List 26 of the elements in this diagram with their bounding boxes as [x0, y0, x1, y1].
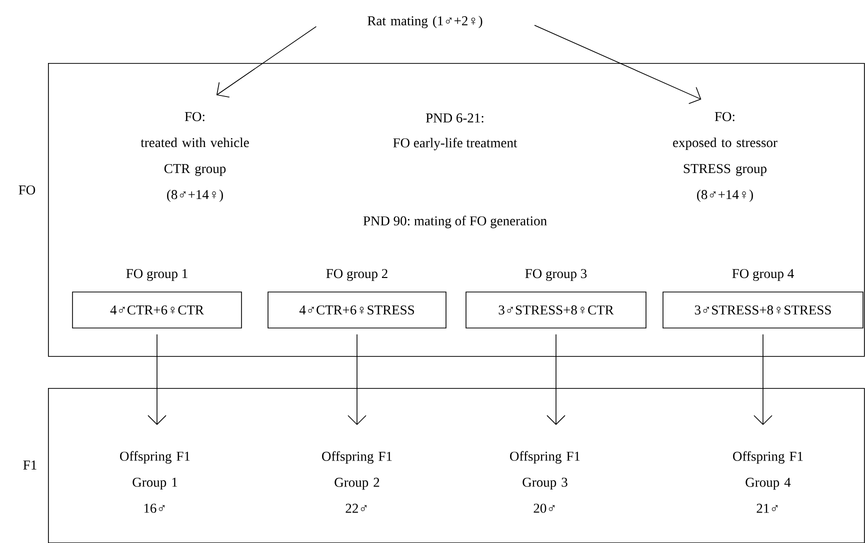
- group-text: FO: exposed to stressor STRESS group (8♂+14♀): [673, 112, 778, 202]
- group-text: FO: treated with vehicle CTR group (8♂+14♀): [140, 112, 249, 202]
- group-text: Offspring F1 Group 3 20♂: [510, 451, 580, 513]
- group-box: 4♂CTR+6♀STRESS: [268, 292, 446, 328]
- group-heading: FO group 4: [732, 269, 794, 281]
- group-text: Offspring F1 Group 4 21♂: [733, 451, 803, 513]
- band-label: F1: [23, 460, 36, 470]
- band-label: FO: [18, 185, 36, 195]
- group-box: 3♂STRESS+8♀CTR: [466, 292, 646, 328]
- arrow: [148, 334, 166, 425]
- note-text: FO early-life treatment: [393, 138, 518, 150]
- arrow: [754, 334, 772, 426]
- group-heading: FO group 1: [126, 269, 188, 281]
- arrow: [216, 26, 317, 98]
- group-heading: FO group 2: [326, 269, 388, 281]
- group-heading: FO group 3: [525, 269, 587, 281]
- note-text: PND 6-21:: [426, 113, 484, 123]
- arrow: [348, 334, 366, 426]
- arrow: [534, 24, 702, 104]
- group-box: 4♂CTR+6♀CTR: [72, 292, 242, 328]
- group-text: Offspring F1 Group 2 22♂: [322, 451, 392, 513]
- group-text: Rat mating (1♂+2♀): [368, 16, 482, 28]
- group-box: 3♂STRESS+8♀STRESS: [662, 292, 864, 328]
- group-text: Offspring F1 Group 1 16♂: [120, 451, 190, 513]
- note-text: PND 90: mating of FO generation: [363, 216, 547, 228]
- arrow: [546, 334, 566, 425]
